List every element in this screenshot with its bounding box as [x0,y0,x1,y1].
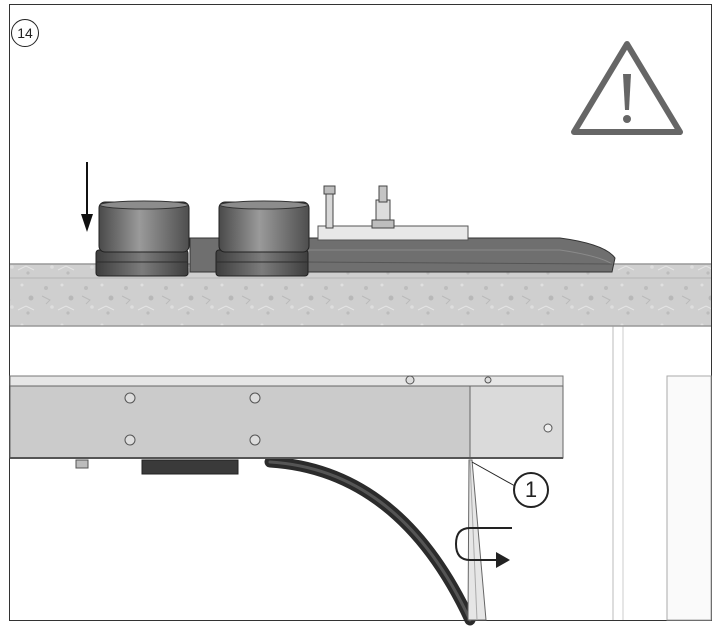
cabinet-sides [612,325,712,621]
cabinet-door [666,375,712,621]
connector-block [141,459,239,475]
arrow-down-icon [81,162,93,232]
callout-label-1: 1 [513,472,549,508]
housing-screws [124,375,553,446]
power-cable [264,456,476,626]
step-number-badge: 14 [11,19,39,47]
appliance-housing [9,375,564,459]
rotate-arrow-icon [454,527,512,568]
mounting-foot [75,459,89,469]
warning-triangle-icon [571,41,683,135]
burner-cup-left [95,200,190,277]
screwdriver-icon [467,459,487,621]
callout-leader [471,461,516,487]
burner-cup-right [215,200,310,277]
